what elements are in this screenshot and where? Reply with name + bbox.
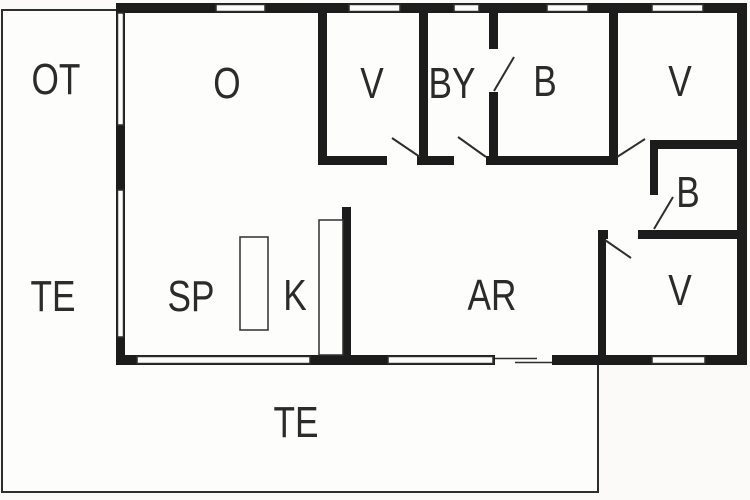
- sliding-door: [495, 355, 552, 365]
- sp-fixture: [239, 236, 269, 331]
- door-swing-b-top: [493, 56, 515, 92]
- room-label-ar: AR: [467, 271, 517, 320]
- wall-b-v: [609, 13, 618, 165]
- door-swing-v-top-right: [616, 138, 646, 158]
- fixtures: [239, 219, 344, 356]
- wall-exterior-right: [737, 3, 747, 363]
- window: [136, 355, 311, 365]
- room-label-ot: OT: [31, 55, 81, 104]
- window: [348, 3, 401, 13]
- windows: [116, 3, 706, 365]
- room-label-o: O: [213, 59, 241, 108]
- window: [116, 12, 125, 126]
- door-swing-v-top: [391, 137, 421, 158]
- room-label-te-left: TE: [30, 272, 76, 321]
- wall-v3-left: [598, 230, 606, 363]
- window: [215, 3, 266, 13]
- room-label-v-top: V: [360, 59, 384, 108]
- window: [387, 355, 494, 365]
- wall-v2-bottom: [650, 140, 747, 149]
- wall-b2-left: [650, 140, 658, 195]
- wall-exterior-left: [116, 11, 125, 357]
- room-label-v-bottom-right: V: [668, 266, 692, 315]
- wall-o-v: [318, 13, 327, 165]
- door-swing-by: [457, 136, 487, 158]
- door-swing-b-small: [653, 196, 674, 230]
- door-swings: [391, 56, 674, 259]
- wall-b2-bottom: [638, 230, 747, 239]
- window: [651, 355, 706, 365]
- window: [453, 3, 480, 13]
- wall-by-b-upper: [489, 13, 498, 49]
- room-label-b-small: B: [676, 168, 700, 217]
- room-label-v-top-right: V: [668, 57, 692, 106]
- wall-by-b-lower: [489, 92, 498, 165]
- room-label-b-top: B: [533, 57, 557, 106]
- wall-exterior-top: [116, 3, 747, 13]
- room-label-te-bottom: TE: [273, 398, 319, 447]
- window: [651, 3, 704, 13]
- room-label-k: K: [283, 271, 307, 320]
- sliding-door-opening: [495, 355, 552, 365]
- building-floor: [116, 3, 747, 365]
- window: [116, 189, 125, 338]
- window: [546, 3, 589, 13]
- kitchen-counter: [318, 219, 344, 356]
- wall-corridor-2: [417, 156, 454, 165]
- room-label-sp: SP: [167, 272, 215, 321]
- room-label-by: BY: [428, 59, 476, 108]
- wall-corridor-1: [318, 156, 387, 165]
- door-swing-v-bottom-right: [604, 239, 632, 259]
- wall-kitchen: [342, 207, 351, 355]
- wall-v-by: [419, 13, 428, 165]
- wall-corridor-3: [486, 156, 618, 165]
